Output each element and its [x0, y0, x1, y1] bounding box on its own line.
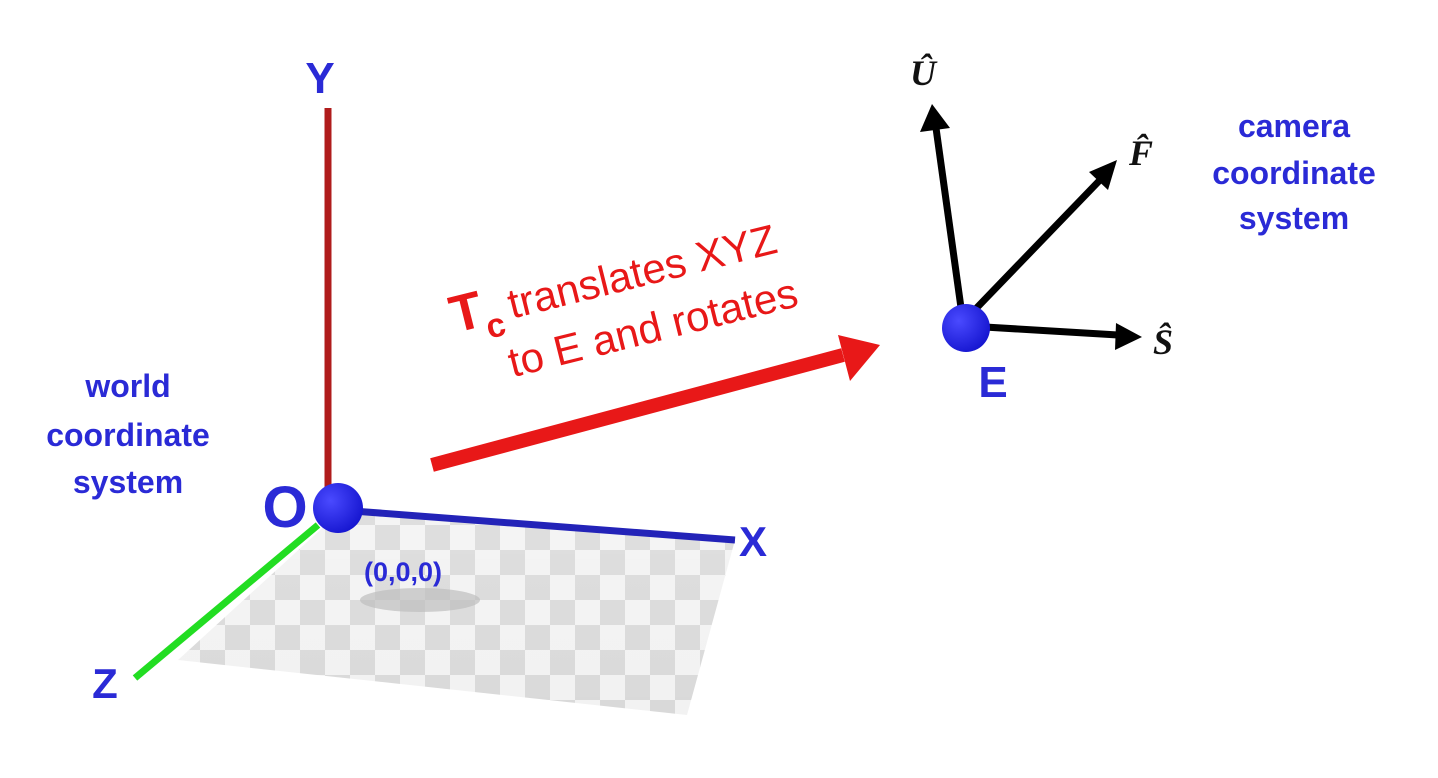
world-z-axis	[132, 522, 321, 681]
world-system-label: world coordinate system	[46, 368, 210, 500]
camera-system-label: camera coordinate system	[1212, 108, 1376, 236]
world-x-axis	[339, 506, 736, 544]
ground-plane	[178, 512, 735, 715]
world-label-line-3: system	[73, 464, 183, 500]
camera-up-vector	[920, 104, 967, 323]
world-y-axis-label: Y	[305, 54, 334, 103]
camera-side-label: Ŝ	[1153, 322, 1173, 362]
camera-label-line-1: camera	[1238, 108, 1350, 144]
world-label-line-1: world	[84, 368, 170, 404]
transform-label: Tctranslates XYZ to E and rotates	[444, 215, 802, 386]
world-origin-point	[313, 483, 363, 533]
origin-coordinates: (0,0,0)	[364, 557, 442, 587]
world-x-axis-label: X	[739, 518, 767, 565]
transform-arrow	[430, 335, 880, 472]
origin-label: O	[262, 475, 307, 540]
eye-point	[942, 304, 990, 352]
camera-forward-vector	[962, 160, 1117, 323]
world-label-line-2: coordinate	[46, 417, 210, 453]
object-shadow	[360, 588, 480, 612]
camera-label-line-3: system	[1239, 200, 1349, 236]
camera-label-line-2: coordinate	[1212, 155, 1376, 191]
world-z-axis-label: Z	[92, 660, 118, 707]
eye-label: E	[978, 358, 1007, 407]
camera-forward-label: F̂	[1128, 133, 1153, 173]
camera-up-label: Û	[910, 53, 938, 93]
camera-side-vector	[967, 322, 1142, 350]
